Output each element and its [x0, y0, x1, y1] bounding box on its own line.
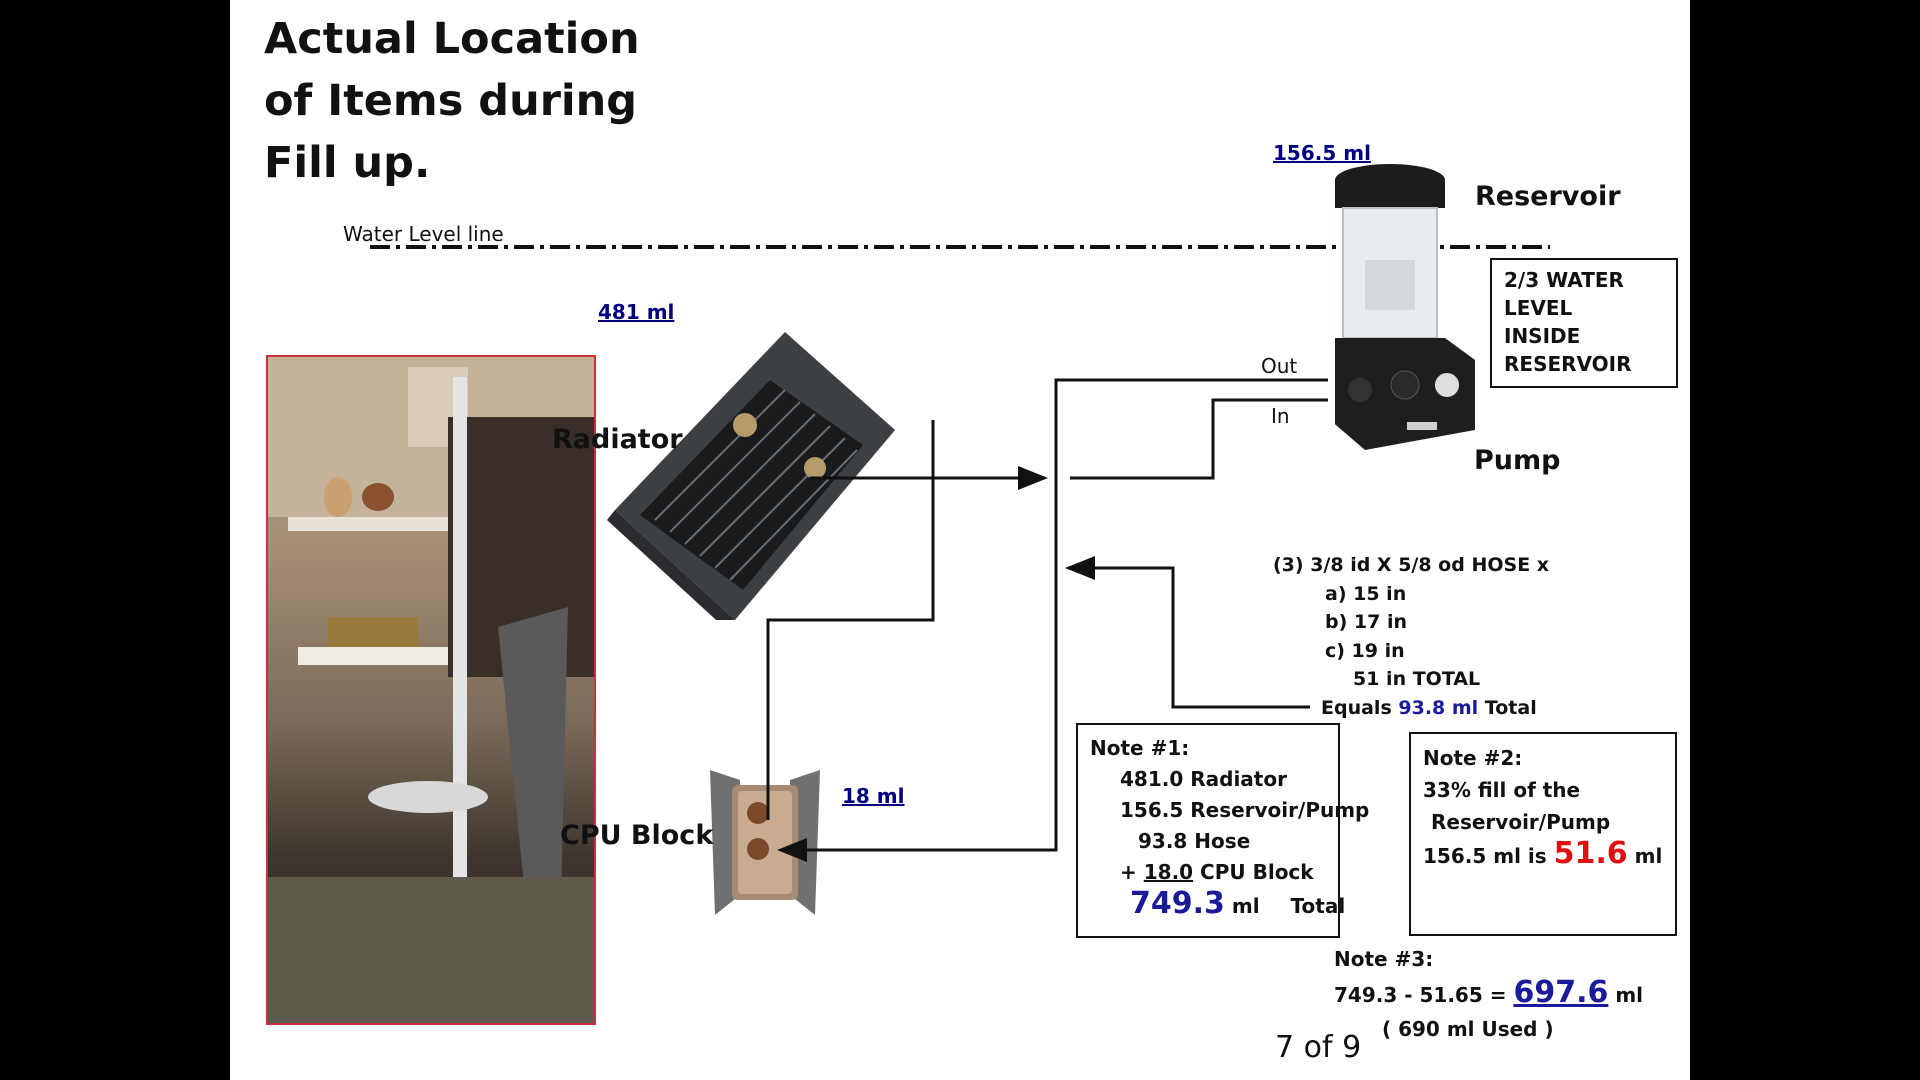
- note2-post: ml: [1627, 844, 1663, 868]
- note1-line-3: 93.8 Hose: [1138, 829, 1251, 853]
- note2-pre: 156.5 ml is: [1423, 844, 1554, 868]
- note3-unit: ml: [1608, 983, 1644, 1007]
- note1-line-1: 481.0 Radiator: [1120, 767, 1287, 791]
- water-level-label: Water Level line: [343, 222, 504, 246]
- out-label: Out: [1261, 354, 1298, 378]
- in-label: In: [1271, 404, 1290, 428]
- note1-total-unit: ml: [1224, 894, 1260, 918]
- reservoir-pump-image: [1335, 164, 1475, 450]
- radiator-ml: 481 ml: [598, 300, 675, 324]
- hose-line-a: a) 15 in: [1325, 582, 1407, 605]
- note1-total-value: 749.3: [1130, 886, 1225, 921]
- note1-cpu-value: 18.0: [1143, 860, 1194, 884]
- note2-line-1: 33% fill of the: [1423, 778, 1581, 802]
- note3-used: ( 690 ml Used ): [1382, 1017, 1554, 1041]
- note1-line-4: + 18.0 CPU Block: [1090, 857, 1326, 888]
- note2-value: 51.6: [1553, 836, 1628, 871]
- flow-lines: [766, 378, 1328, 862]
- title-line-3: Fill up.: [264, 138, 431, 188]
- hose-equals: Equals 93.8 ml Total: [1273, 694, 1549, 723]
- note2-line-3: 156.5 ml is 51.6 ml: [1423, 838, 1663, 872]
- hose-total: 51 in TOTAL: [1353, 668, 1481, 690]
- note2-box: Note #2: 33% fill of the Reservoir/Pump …: [1409, 732, 1677, 936]
- note3-result: 697.6: [1513, 975, 1609, 1010]
- note2-title: Note #2:: [1423, 746, 1523, 770]
- title-line-1: Actual Location: [264, 14, 640, 64]
- cpu-block-label: CPU Block: [560, 820, 714, 851]
- water-note-line-3: INSIDE: [1504, 324, 1581, 348]
- note1-total: 749.3 ml Total: [1090, 886, 1345, 922]
- cpu-block-ml: 18 ml: [842, 784, 905, 808]
- hose-equals-value: 93.8 ml: [1398, 696, 1479, 719]
- note1-box: Note #1: 481.0 Radiator 156.5 Reservoir/…: [1076, 723, 1370, 938]
- note1-line-2: 156.5 Reservoir/Pump: [1120, 798, 1370, 822]
- slide-title: Actual Location of Items during Fill up.: [264, 8, 640, 194]
- note2-line-2: Reservoir/Pump: [1431, 810, 1611, 834]
- water-note-box: 2/3 WATER LEVEL INSIDE RESERVOIR: [1490, 258, 1678, 388]
- water-note-line-1: 2/3 WATER: [1504, 268, 1624, 292]
- note1-total-word: Total: [1290, 894, 1346, 918]
- title-line-2: of Items during: [264, 76, 638, 126]
- reservoir-label: Reservoir: [1475, 181, 1621, 212]
- water-note-line-4: RESERVOIR: [1504, 352, 1632, 376]
- hose-equals-pre: Equals: [1321, 696, 1399, 719]
- note3-calc: 749.3 - 51.65 =: [1334, 983, 1507, 1007]
- hose-line-b: b) 17 in: [1325, 611, 1407, 633]
- water-note-line-2: LEVEL: [1504, 296, 1573, 320]
- page-number: 7 of 9: [1275, 1030, 1362, 1065]
- hose-line-c: c) 19 in: [1325, 639, 1405, 662]
- radiator-label: Radiator: [552, 424, 683, 455]
- hose-line-1: (3) 3/8 id X 5/8 od HOSE x: [1273, 554, 1550, 576]
- note3-title: Note #3:: [1334, 947, 1434, 971]
- hose-equals-post: Total: [1478, 696, 1537, 719]
- pump-label: Pump: [1474, 445, 1561, 476]
- reservoir-ml: 156.5 ml: [1273, 141, 1371, 165]
- note3-calc-line: 749.3 - 51.65 = 697.6 ml: [1334, 976, 1643, 1012]
- radiator-image: [607, 332, 895, 620]
- slide: Actual Location of Items during Fill up.…: [230, 0, 1690, 1080]
- note1-title: Note #1:: [1090, 736, 1190, 760]
- note1-cpu-label: CPU Block: [1193, 860, 1314, 884]
- photo-scene: [268, 357, 594, 1023]
- hose-info: (3) 3/8 id X 5/8 od HOSE x a) 15 in b) 1…: [1273, 551, 1549, 722]
- note1-plus: +: [1120, 860, 1137, 884]
- note3: Note #3: 749.3 - 51.65 = 697.6 ml ( 690 …: [1334, 942, 1643, 1046]
- fillup-photo: [266, 355, 596, 1025]
